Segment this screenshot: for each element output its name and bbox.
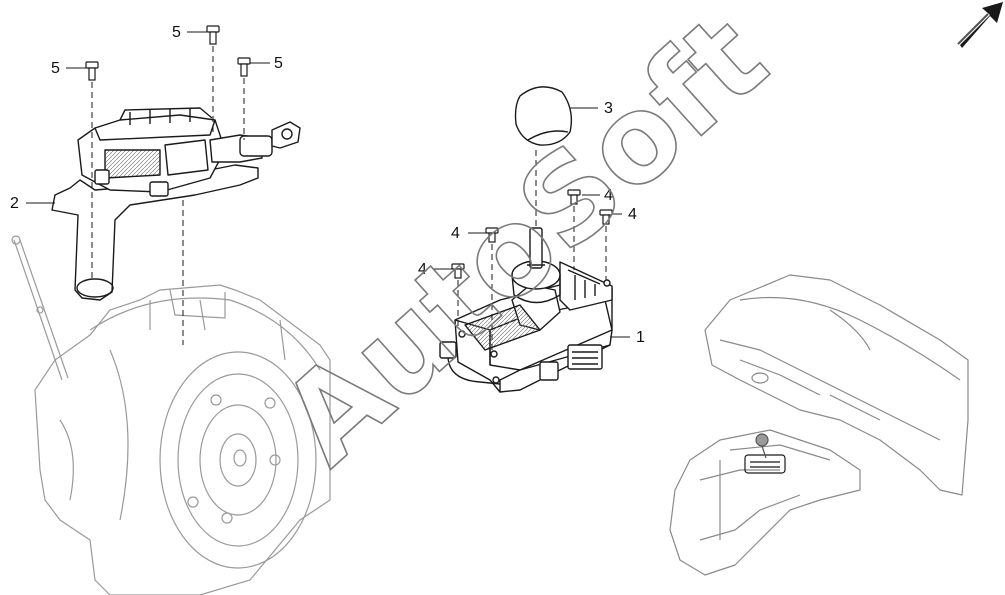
- gear-selector-module: [439, 227, 613, 393]
- shift-actuator-bracket: [51, 107, 301, 301]
- callout-3: 3: [604, 100, 613, 117]
- callout-2: 2: [10, 195, 19, 212]
- actuator-bolt-icon: [85, 25, 251, 81]
- callout-4-right: 4: [628, 206, 637, 223]
- shift-knob: [514, 86, 573, 146]
- shift-cable-ghost: [11, 235, 69, 381]
- callout-5-top: 5: [172, 24, 181, 41]
- vehicle-console-outline: [669, 274, 969, 576]
- callout-4-top: 4: [604, 187, 613, 204]
- callout-5-left: 5: [51, 60, 60, 77]
- front-direction-arrow-icon: [957, 2, 1003, 48]
- assembly-guide-lines: [91, 46, 245, 345]
- callout-1: 1: [636, 329, 645, 346]
- selector-screw-icon: [451, 189, 613, 279]
- watermark-logo: AutoSoft: [256, 0, 792, 492]
- selector-guide-lines: [457, 150, 607, 350]
- transmission-housing-outline: [34, 284, 331, 595]
- callout-5-right: 5: [274, 55, 283, 72]
- callout-4-middle: 4: [451, 225, 460, 242]
- callout-leaders: [26, 31, 630, 338]
- callout-4-left: 4: [418, 261, 427, 278]
